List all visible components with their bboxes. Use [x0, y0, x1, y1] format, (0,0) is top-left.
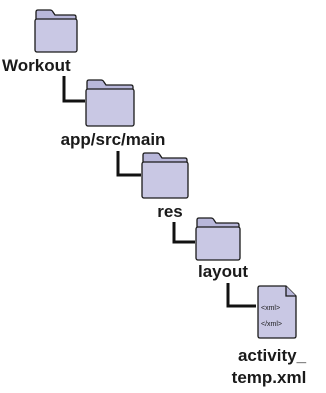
folder-icon [85, 79, 135, 127]
folder-label-res: res [157, 202, 183, 221]
tree-connector [172, 222, 195, 244]
xml-open-tag: <xml> [261, 305, 280, 312]
folder-label-layout: layout [197, 262, 249, 281]
folder-label-app-src-main: app/src/main [60, 130, 166, 149]
file-label-line2: temp.xml [231, 368, 307, 387]
folder-icon [195, 217, 241, 261]
folder-label-workout: Workout [2, 56, 71, 75]
xml-close-tag: </xml> [261, 321, 282, 328]
folder-icon [141, 152, 189, 199]
xml-file-icon: <xml> </xml> [257, 285, 297, 339]
tree-connector [62, 76, 85, 103]
tree-connector [116, 151, 141, 177]
folder-icon [34, 9, 78, 53]
file-label-line1: activity_ [237, 346, 307, 365]
tree-connector [226, 283, 256, 308]
